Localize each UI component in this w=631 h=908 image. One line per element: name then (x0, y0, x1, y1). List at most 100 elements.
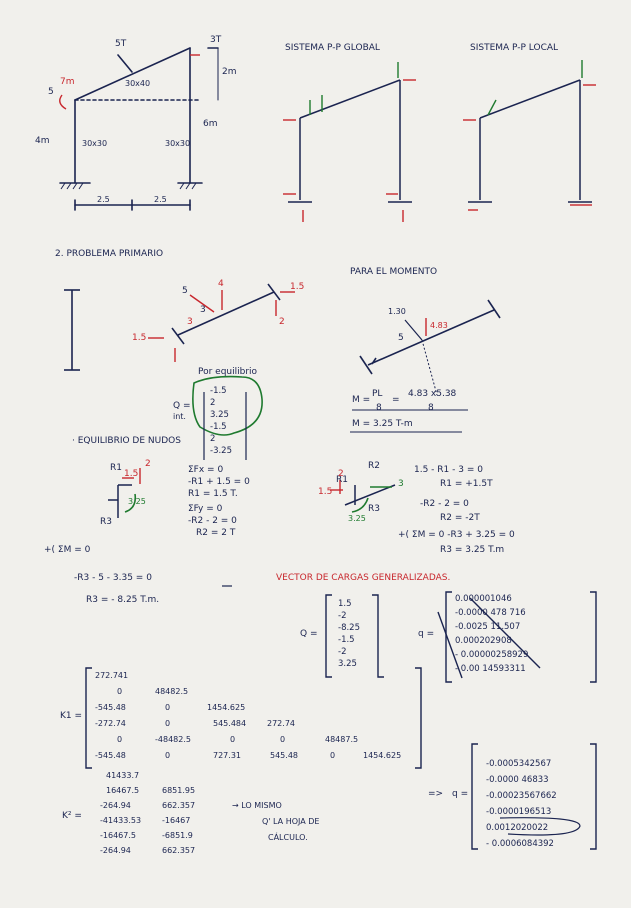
K2-note-2: Q' LA HOJA DE (262, 817, 320, 826)
K2-cell: -264.94 (100, 801, 131, 810)
K2-cell: -6851.9 (162, 831, 193, 840)
span-2: 2.5 (154, 195, 167, 204)
K1-cell: 0 (165, 719, 171, 728)
q2-value: -0.0005342567 (486, 759, 552, 769)
moment-w2: 4.83 (430, 321, 448, 330)
K1-cell: 0 (117, 687, 123, 696)
primary-num-2: 2 (279, 317, 285, 327)
K2-cell: -16467.5 (100, 831, 136, 840)
K1-cell: -272.74 (95, 719, 126, 728)
moment-eq-lhs: M = (352, 395, 371, 405)
q2-value: -0.00023567662 (486, 791, 557, 801)
moment-eq-pl: PL (372, 389, 383, 399)
primary-load-4: 4 (218, 279, 224, 289)
q2-label: q = (452, 789, 469, 799)
title-vector: VECTOR DE CARGAS GENERALIZADAS. (276, 573, 451, 583)
K1-cell: -545.48 (95, 703, 126, 712)
eqL-15: 1.5 (124, 469, 139, 479)
q2-value: -0.0000 46833 (486, 775, 549, 785)
q-int-sub: int. (173, 412, 186, 421)
eqL-line1: ΣFx = 0 (188, 465, 224, 475)
height-top: 2m (222, 67, 237, 77)
K2-cell: 662.357 (162, 846, 196, 855)
primary-num-3: 3 (187, 317, 193, 327)
Q-value: -1.5 (338, 635, 355, 645)
K1-cell: 1454.625 (363, 751, 402, 760)
eqR-15: 1.5 (318, 487, 333, 497)
K1-cell: 272.741 (95, 671, 129, 680)
primary-load-15a: 1.5 (290, 282, 305, 292)
K1-cell: 0 (165, 751, 171, 760)
moment-result: M = 3.25 T-m (352, 419, 413, 429)
K1-cell: 0 (280, 735, 286, 744)
K1-cell: -48482.5 (155, 735, 191, 744)
K2-cell: 662.357 (162, 801, 196, 810)
K1-cell: 545.484 (213, 719, 247, 728)
q-int-value: -1.5 (210, 386, 227, 396)
q2-values: -0.0005342567 -0.0000 46833 -0.000235676… (486, 756, 557, 852)
title-primary: 2. PROBLEMA PRIMARIO (55, 249, 164, 259)
eqL-line5: -R2 - 2 = 0 (188, 516, 237, 526)
q-int-value: -3.25 (210, 446, 232, 456)
Q-value: -2 (338, 647, 347, 657)
K1-cell: 0 (117, 735, 123, 744)
moment-eq-num: 4.83 x5.38 (408, 389, 457, 399)
q1-label: q = (418, 629, 435, 639)
K2-note-3: CÁLCULO. (268, 833, 308, 842)
K2-cell: -16467 (162, 816, 191, 825)
primary-num-3b: 3 (200, 305, 206, 315)
span-1: 2.5 (97, 195, 110, 204)
sum-line3: R3 = - 8.25 T.m. (86, 595, 160, 605)
K1-cell: 0 (230, 735, 236, 744)
eqR-line3: -R2 - 2 = 0 (420, 499, 469, 509)
Q-vector-values: 1.5 -2 -8.25 -1.5 -2 3.25 (338, 598, 360, 670)
primary-load-5: 5 (182, 286, 188, 296)
eqR-r1: R1 (336, 475, 348, 485)
load-3t: 3T (210, 35, 222, 45)
K2-label: K² = (62, 811, 82, 821)
eqR-2: 2 (338, 469, 344, 479)
K1-cell: 545.48 (270, 751, 298, 760)
q-int-value: 3.25 (210, 410, 229, 420)
title-local: SISTEMA P-P LOCAL (470, 43, 559, 53)
eqR-line4: R2 = -2T (440, 513, 480, 523)
load-5t: 5T (115, 39, 127, 49)
moment-eq-den: 8 (428, 403, 434, 413)
eqL-r3: R3 (100, 517, 112, 527)
q1-values: 0.000001046 -0.0000 478 716 -0.0025 11.5… (455, 592, 528, 676)
eqL-line4: ΣFy = 0 (188, 504, 223, 514)
moment-label: 7m (60, 77, 75, 87)
eqL-line6: R2 = 2 T (196, 528, 236, 538)
sum-line1: +( ΣM = 0 (44, 545, 91, 555)
q-int-value: -1.5 (210, 422, 227, 432)
por-equilibrio: Por equilibrio (198, 367, 258, 377)
section-right: 30x30 (165, 139, 191, 148)
K1-cell: 48487.5 (325, 735, 359, 744)
Q-value: -8.25 (338, 623, 360, 633)
K1-cell: 48482.5 (155, 687, 189, 696)
q-int-label: Q = (173, 401, 191, 411)
eqL-2: 2 (145, 459, 151, 469)
section-left: 30x30 (82, 139, 108, 148)
K1-cell: 727.31 (213, 751, 241, 760)
title-global: SISTEMA P-P GLOBAL (285, 43, 380, 53)
eqR-r3: R3 (368, 504, 380, 514)
K1-label: K1 = (60, 711, 83, 721)
eqR-line5: +( ΣM = 0 -R3 + 3.25 = 0 (398, 530, 515, 540)
eqR-line6: R3 = 3.25 T.m (440, 545, 505, 555)
q1-value: -0.0025 11.507 (455, 622, 521, 632)
eqR-line2: R1 = +1.5T (440, 479, 493, 489)
q2-value: - 0.0006084392 (486, 839, 554, 849)
q-int-value: 2 (210, 398, 216, 408)
moment-w1: 1.30 (388, 307, 406, 316)
eqR-3: 3 (398, 479, 404, 489)
eqL-line2: -R1 + 1.5 = 0 (188, 477, 250, 487)
K1-cell: 0 (330, 751, 336, 760)
q1-value: -0.0000 478 716 (455, 608, 526, 618)
q1-value: 0.000001046 (455, 594, 512, 604)
q2-value: -0.0000196513 (486, 807, 552, 817)
moment-s: 5 (398, 333, 404, 343)
q2-value: 0.0012020022 (486, 823, 549, 833)
title-equilibrium: · EQUILIBRIO DE NUDOS (72, 436, 181, 446)
